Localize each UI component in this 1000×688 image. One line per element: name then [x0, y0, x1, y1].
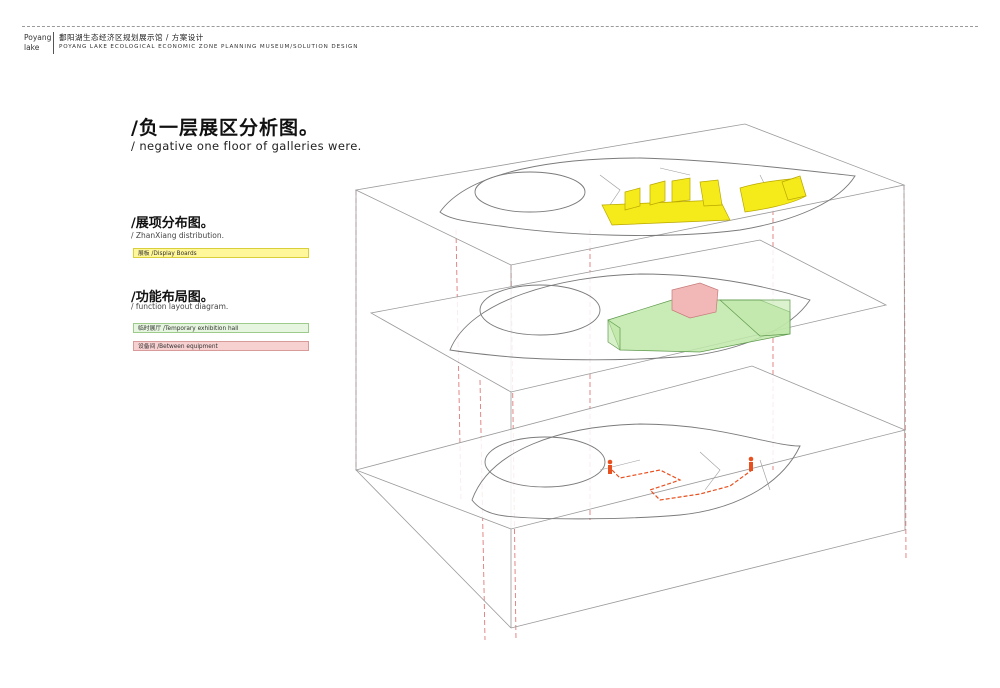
equipment-room [671, 282, 719, 319]
visitor-figure-left [607, 459, 613, 474]
header-title-cn: 鄱阳湖生态经济区规划展示馆 / 方案设计 [59, 33, 204, 42]
plan-outline-top [439, 157, 856, 236]
legend-equipment-room: 设备间 /Between equipment [133, 341, 309, 351]
display-boards [601, 175, 807, 226]
section-title-en-exhibits: / ZhanXiang distribution. [131, 231, 224, 240]
visitor-figure-right [748, 456, 754, 471]
plan-circle-top [474, 171, 586, 213]
legend-display-boards: 展板 /Display Boards [133, 248, 309, 258]
page-title-en: / negative one floor of galleries were. [131, 139, 362, 153]
section-title-cn-exhibits: /展项分布图。 [131, 216, 214, 231]
layer-bottom-circulation [354, 365, 907, 530]
plan-outline-middle [449, 273, 811, 361]
layer-middle-function [369, 239, 888, 393]
temporary-exhibition-hall [607, 299, 791, 353]
brand-divider [53, 32, 54, 54]
layer-top-display-boards [354, 123, 906, 266]
plan-circle-bottom [484, 436, 606, 488]
header-title-en: POYANG LAKE ECOLOGICAL ECONOMIC ZONE PLA… [59, 44, 359, 50]
header-rule [22, 26, 978, 27]
plan-circle-middle [479, 284, 601, 336]
page-title-cn: /负一层展区分析图。 [131, 117, 319, 139]
plan-outline-bottom [471, 423, 801, 520]
plane-bottom [354, 365, 907, 530]
brand-logo: Poyang lake [24, 33, 54, 53]
visitor-route [611, 469, 753, 501]
brand-line1: Poyang [24, 33, 52, 42]
section-title-en-function: / function layout diagram. [131, 302, 229, 311]
legend-temporary-exhibition-hall: 临时展厅 /Temporary exhibition hall [133, 323, 309, 333]
section-title-cn-function: /功能布局图。 [131, 290, 214, 305]
brand-line2: lake [24, 43, 40, 52]
